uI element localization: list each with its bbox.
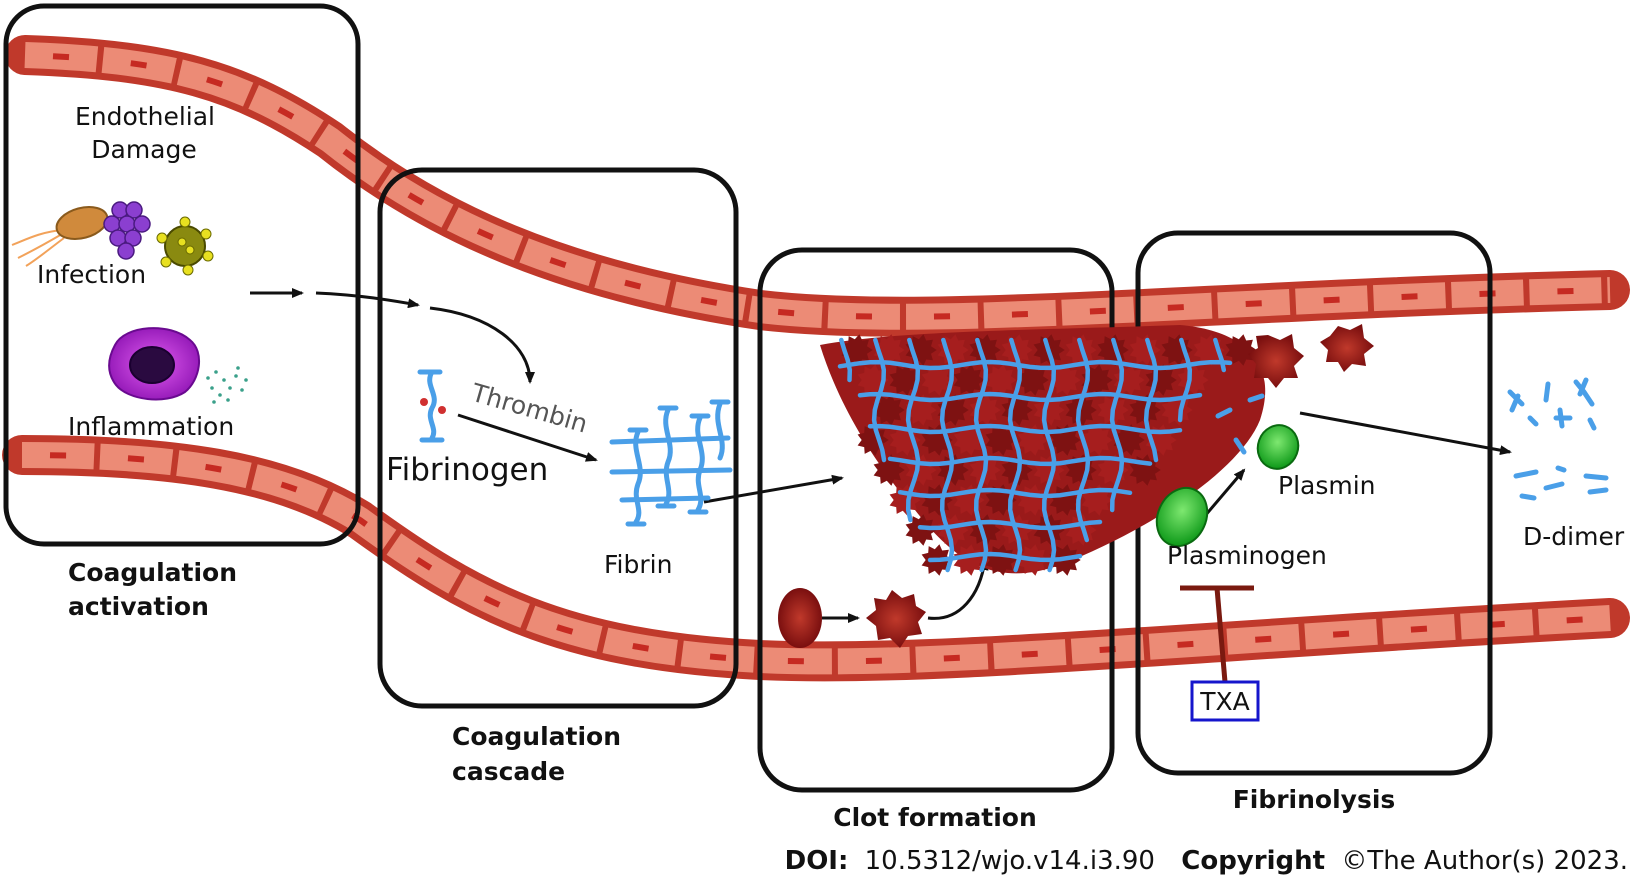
plasminogen-icon — [1155, 486, 1209, 548]
fibrinogen-label: Fibrinogen — [386, 452, 548, 488]
blood-clot — [820, 325, 1266, 576]
clot-red-cell — [889, 364, 921, 396]
clot-red-cell — [985, 424, 1017, 456]
plasmin-icon — [1256, 424, 1300, 470]
clot-red-cell — [1065, 394, 1097, 426]
txa-label: TXA — [1199, 687, 1250, 716]
arrow-fibrinogen-to-fibrin — [457, 413, 598, 462]
endothelial-damage-label-2: Damage — [91, 135, 197, 164]
cascade-box — [377, 167, 739, 709]
clot-red-cell — [1225, 334, 1257, 366]
stage-activation-title-1: Coagulation — [68, 558, 237, 587]
copyright-label: Copyright — [1181, 846, 1325, 876]
copyright-value: ©The Author(s) 2023. — [1341, 846, 1628, 876]
stage-cascade-title-2: cascade — [452, 757, 565, 786]
clot-fibrin-strand — [939, 337, 955, 573]
clot-red-cell — [985, 364, 1017, 396]
clot-fibrin-strand — [837, 359, 1233, 371]
vessel-bottom-wall — [2, 435, 1630, 682]
fibrinogen-molecule-icon — [417, 369, 446, 443]
clot-fibrin-strand — [1041, 337, 1057, 573]
arrow-fibrin-to-clot — [703, 474, 844, 504]
arrow-plasminogen-to-plasmin — [1202, 468, 1246, 518]
clot-fibrin-strand — [1007, 337, 1023, 573]
clot-fibrin-strand — [1177, 337, 1193, 423]
clot-red-cell — [921, 364, 953, 396]
txa-box — [1190, 680, 1260, 722]
stage-clot-title: Clot formation — [833, 803, 1037, 832]
clot-red-cell — [953, 364, 985, 396]
infection-label: Infection — [37, 260, 146, 289]
clot-red-cell — [1017, 364, 1049, 396]
cocci-cluster-icon — [103, 201, 151, 260]
d-dimer-label: D-dimer — [1523, 522, 1625, 551]
clot-fibrin-strand — [887, 455, 1153, 467]
fibrin-mesh-icon — [609, 399, 733, 527]
d-dimer-fragment-icons — [1507, 377, 1609, 501]
plasmin-label: Plasmin — [1278, 471, 1376, 500]
arrow-plasmin-to-ddimer — [1299, 411, 1512, 456]
released-rbc-icons — [1248, 324, 1374, 388]
virus-icon — [156, 216, 214, 276]
clot-fibrin-strand — [1213, 337, 1227, 373]
activated-platelet-rbc-icon — [866, 590, 926, 648]
inflammation-label: Inflammation — [68, 412, 234, 441]
doi-label: DOI: — [785, 846, 849, 876]
thrombin-label: Thrombin — [467, 378, 590, 439]
clot-fibrin-strand — [867, 423, 1183, 435]
clot-red-cell — [1049, 364, 1081, 396]
inflammatory-cell-icon — [108, 327, 248, 404]
stage-fibrinolysis-title: Fibrinolysis — [1233, 785, 1396, 814]
txa-inhibition-icon — [1180, 585, 1254, 683]
clot-fibrin-strand — [1075, 337, 1091, 543]
fibrin-fragment-icons — [1215, 393, 1265, 455]
doi-value: 10.5312/wjo.v14.i3.90 — [865, 846, 1155, 876]
red-blood-cell-icon — [778, 588, 822, 648]
clot-red-cell — [1033, 394, 1065, 426]
clot-red-cell — [953, 544, 985, 576]
clot-fibrin-strand — [917, 519, 1103, 531]
clot-red-cell — [1001, 334, 1033, 366]
plasminogen-label: Plasminogen — [1167, 541, 1327, 570]
footer-line: DOI: 10.5312/wjo.v14.i3.90 Copyright ©Th… — [785, 846, 1628, 876]
pathway-arrows — [250, 288, 1512, 623]
vessel-top-wall — [5, 35, 1630, 337]
clot-red-cell — [873, 454, 905, 486]
clot-fibrin-strand — [973, 337, 989, 573]
clot-fibrin-strand — [839, 337, 853, 383]
clot-red-cell — [905, 514, 937, 546]
clot-fibrin-strand — [857, 391, 1203, 403]
stage-activation-title-2: activation — [68, 592, 209, 621]
activation-box — [3, 3, 361, 547]
fibrin-label: Fibrin — [604, 550, 672, 579]
clot-fibrin-strand — [927, 551, 1083, 563]
stage-cascade-title-1: Coagulation — [452, 722, 621, 751]
endothelial-damage-label-1: Endothelial — [75, 102, 215, 131]
clot-fibrin-strand — [897, 487, 1133, 499]
bacteria-rod-icon — [11, 206, 109, 267]
clot-red-cell — [873, 394, 905, 426]
clot-red-cell — [841, 334, 873, 366]
clot-red-cell — [1081, 424, 1113, 456]
